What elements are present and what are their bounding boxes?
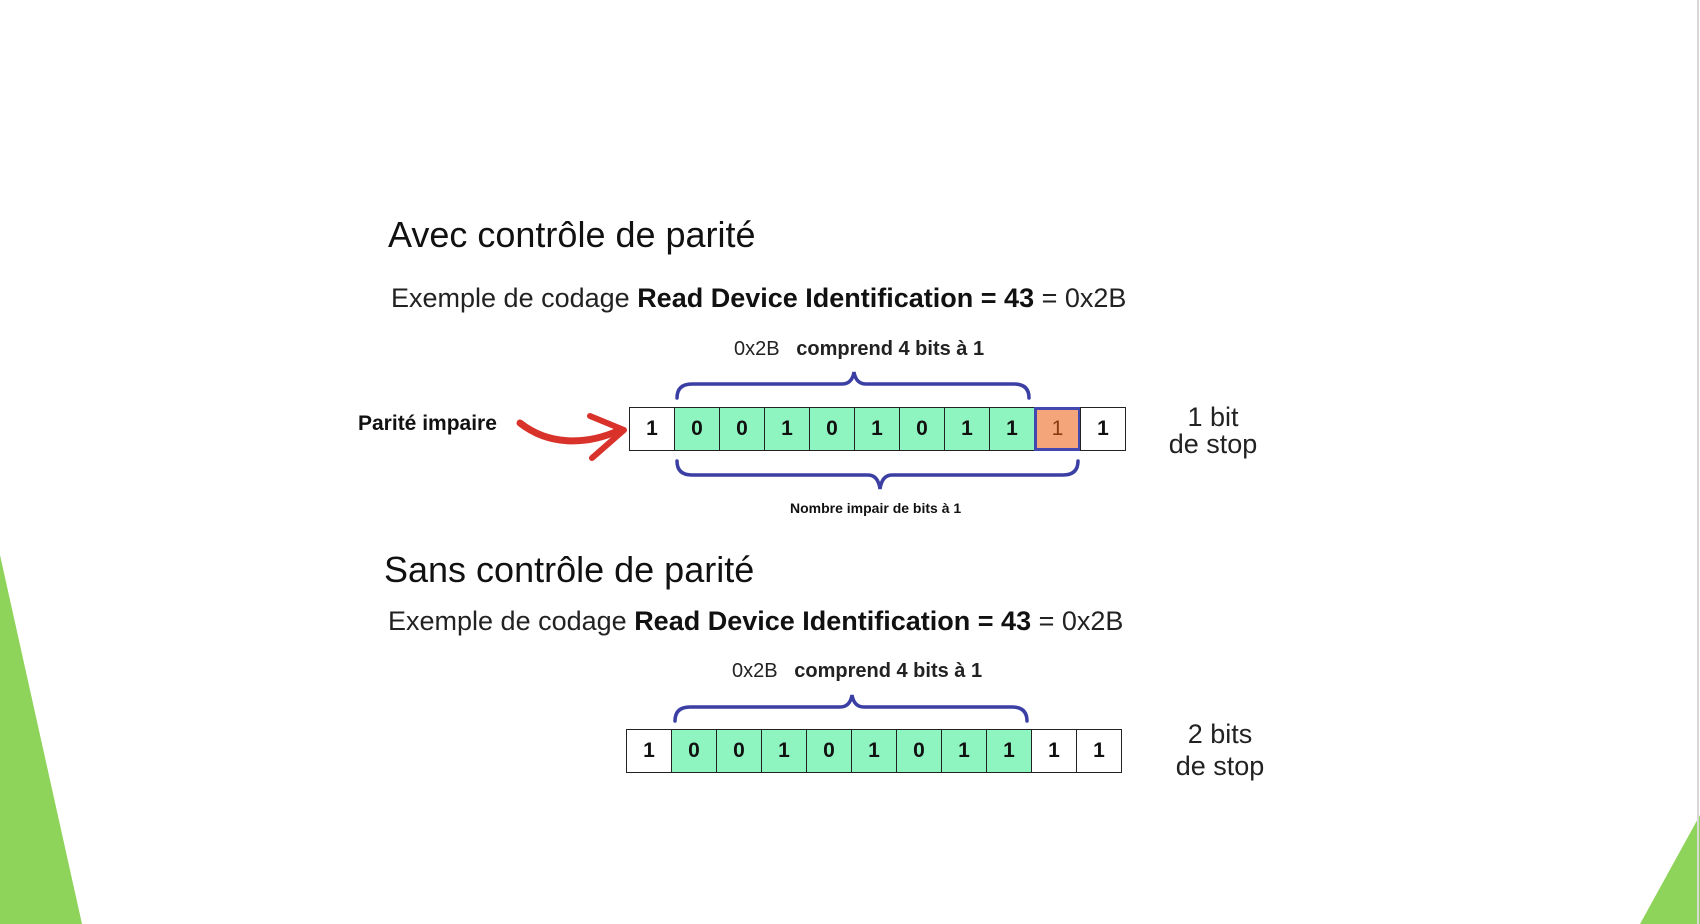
data-bit: 1 xyxy=(944,407,990,451)
example-prefix: Exemple de codage xyxy=(391,283,630,313)
right-green-triangle xyxy=(1640,815,1700,924)
stop-label-line1: 2 bits xyxy=(1187,719,1253,749)
left-green-triangle xyxy=(0,555,82,924)
data-bit: 1 xyxy=(854,407,900,451)
example-suffix: = 0x2B xyxy=(1041,283,1127,313)
data-bit: 1 xyxy=(764,407,810,451)
start-bit: 1 xyxy=(629,407,675,451)
brace-top-hex: 0x2B xyxy=(732,660,778,682)
stop-label-without-parity: 2 bits de stop xyxy=(1162,718,1278,783)
example-line-without-parity: Exemple de codage Read Device Identifica… xyxy=(388,606,1123,637)
data-bit: 0 xyxy=(716,729,762,773)
example-bold: Read Device Identification = 43 xyxy=(634,606,1032,636)
data-bit: 0 xyxy=(719,407,765,451)
data-bit: 1 xyxy=(986,729,1032,773)
start-bit: 1 xyxy=(626,729,672,773)
section-title-without-parity: Sans contrôle de parité xyxy=(384,549,755,590)
stop-label-line2: de stop xyxy=(1168,429,1258,459)
brace-top-label-without-parity: 0x2B comprend 4 bits à 1 xyxy=(732,660,982,683)
data-bit: 0 xyxy=(896,729,942,773)
brace-bottom-label: Nombre impair de bits à 1 xyxy=(790,500,962,516)
data-bit: 0 xyxy=(674,407,720,451)
parity-label: Parité impaire xyxy=(358,412,497,435)
example-prefix: Exemple de codage xyxy=(388,606,627,636)
stop-label-line2: de stop xyxy=(1175,751,1265,782)
data-bit: 0 xyxy=(806,729,852,773)
data-bit: 0 xyxy=(809,407,855,451)
brace-top-text: comprend 4 bits à 1 xyxy=(794,660,983,682)
brace-top-text: comprend 4 bits à 1 xyxy=(796,338,985,360)
stop-label-line1: 1 bit xyxy=(1187,402,1239,432)
brace-top-hex: 0x2B xyxy=(734,338,780,360)
example-suffix: = 0x2B xyxy=(1038,606,1124,636)
stop-bit: 1 xyxy=(1031,729,1077,773)
stop-bit: 1 xyxy=(1080,407,1126,451)
stop-bit: 1 xyxy=(1076,729,1122,773)
data-bit: 0 xyxy=(671,729,717,773)
data-bit: 0 xyxy=(899,407,945,451)
parity-bit: 1 xyxy=(1034,407,1081,451)
brace-top-label-with-parity: 0x2B comprend 4 bits à 1 xyxy=(734,338,984,361)
example-bold: Read Device Identification = 43 xyxy=(637,283,1035,313)
data-bit: 1 xyxy=(941,729,987,773)
example-line-with-parity: Exemple de codage Read Device Identifica… xyxy=(391,283,1126,314)
stop-label-with-parity: 1 bit de stop xyxy=(1158,404,1268,458)
data-bit: 1 xyxy=(989,407,1035,451)
section-title-with-parity: Avec contrôle de parité xyxy=(388,214,756,255)
data-bit: 1 xyxy=(851,729,897,773)
data-bit: 1 xyxy=(761,729,807,773)
